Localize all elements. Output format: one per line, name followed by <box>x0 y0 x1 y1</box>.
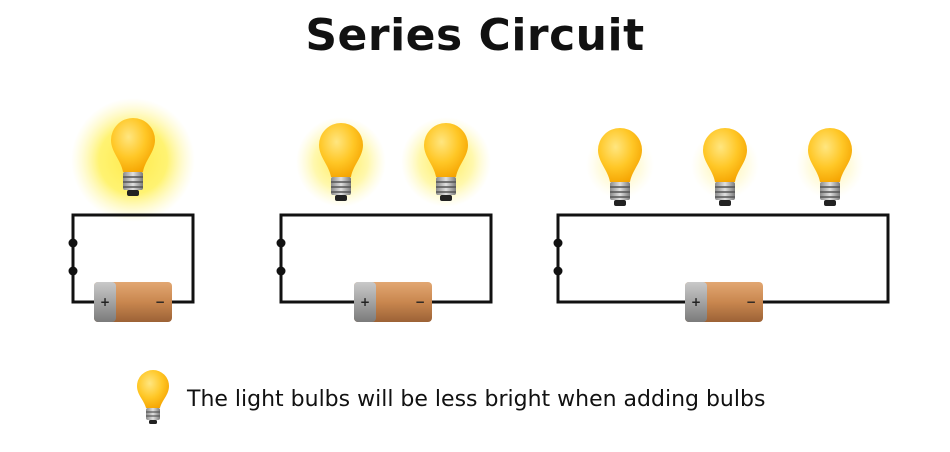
switch-contact <box>553 238 563 248</box>
circuit-wire <box>71 213 195 304</box>
battery-icon: + − <box>354 282 432 322</box>
bulb-icon <box>111 118 155 196</box>
bulb-icon <box>424 123 468 201</box>
switch-contact <box>553 266 563 276</box>
caption-bulb-icon <box>137 370 169 424</box>
bulb-icon <box>703 128 747 206</box>
battery-positive-label: + <box>360 295 370 309</box>
battery-negative-label: − <box>746 295 756 309</box>
bulb-icon <box>808 128 852 206</box>
caption-text: The light bulbs will be less bright when… <box>187 387 766 412</box>
battery-positive-label: + <box>691 295 701 309</box>
battery-icon: + − <box>94 282 172 322</box>
page-title: Series Circuit <box>305 10 645 61</box>
switch-contact <box>68 266 78 276</box>
battery-icon: + − <box>685 282 763 322</box>
battery-negative-label: − <box>415 295 425 309</box>
bulb-icon <box>319 123 363 201</box>
circuit-wire <box>556 213 890 304</box>
battery-negative-label: − <box>155 295 165 309</box>
battery-positive-label: + <box>100 295 110 309</box>
switch-contact <box>276 266 286 276</box>
bulb-icon <box>598 128 642 206</box>
switch-contact <box>68 238 78 248</box>
switch-contact <box>276 238 286 248</box>
circuit-wire <box>279 213 493 304</box>
